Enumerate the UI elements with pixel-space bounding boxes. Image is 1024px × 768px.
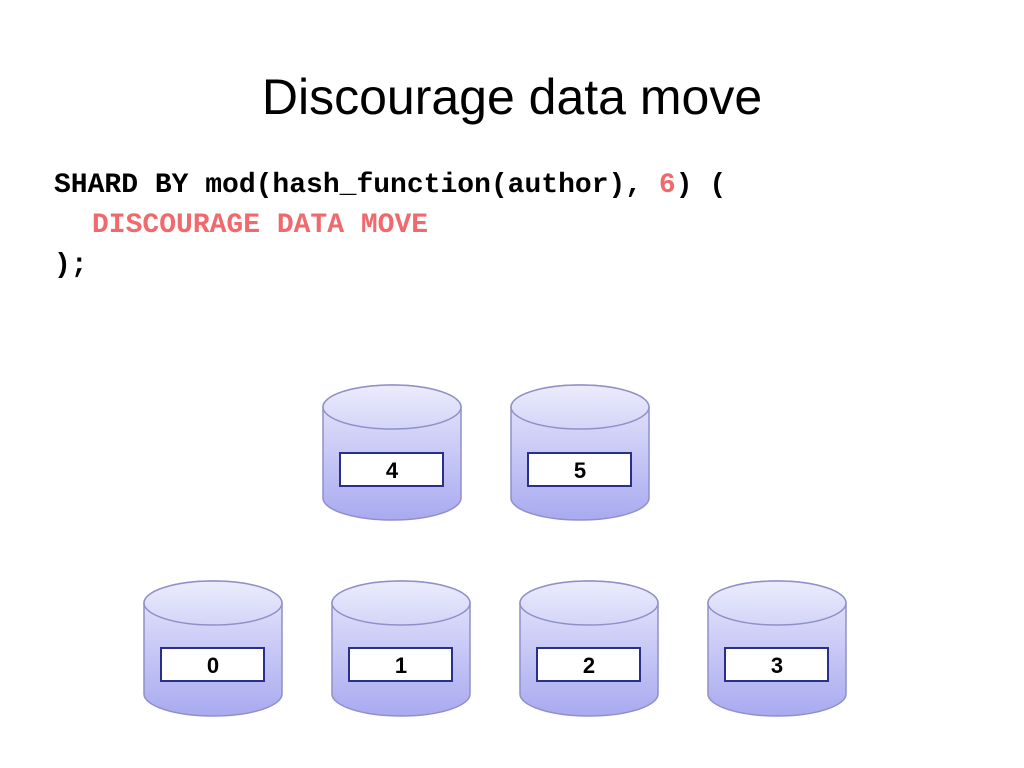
code-line-1-suffix: ) ( bbox=[675, 170, 727, 201]
code-line-2-discourage: DISCOURAGE DATA MOVE bbox=[92, 210, 429, 241]
code-line-1-prefix: SHARD BY mod(hash_function(author), bbox=[54, 170, 659, 201]
shard-cylinder-3: 3 bbox=[707, 580, 847, 717]
shard-cylinder-0: 0 bbox=[143, 580, 283, 717]
shard-label-box-0 bbox=[160, 647, 265, 682]
shard-label-2: 2 bbox=[583, 653, 595, 678]
shard-label-3: 3 bbox=[771, 653, 783, 678]
shard-by-code: SHARD BY mod(hash_function(author), 6) (… bbox=[54, 166, 726, 286]
code-line-1: SHARD BY mod(hash_function(author), 6) ( bbox=[54, 166, 726, 206]
shard-label-box-1 bbox=[348, 647, 453, 682]
shard-label-4: 4 bbox=[386, 458, 399, 483]
shard-label-box-2 bbox=[536, 647, 641, 682]
shard-label-box-4 bbox=[339, 452, 444, 487]
shard-count-number: 6 bbox=[658, 170, 676, 201]
shard-label-0: 0 bbox=[207, 653, 219, 678]
shard-cylinder-5: 5 bbox=[510, 384, 650, 521]
slide-title: Discourage data move bbox=[261, 69, 763, 125]
shard-label-1: 1 bbox=[395, 653, 407, 678]
shard-cylinder-2: 2 bbox=[519, 580, 659, 717]
shard-label-5: 5 bbox=[574, 458, 586, 483]
shard-cylinder-4: 4 bbox=[322, 384, 462, 521]
shard-label-box-3 bbox=[724, 647, 829, 682]
shard-cylinder-1: 1 bbox=[331, 580, 471, 717]
shard-label-box-5 bbox=[527, 452, 632, 487]
code-line-3: ); bbox=[54, 250, 88, 281]
